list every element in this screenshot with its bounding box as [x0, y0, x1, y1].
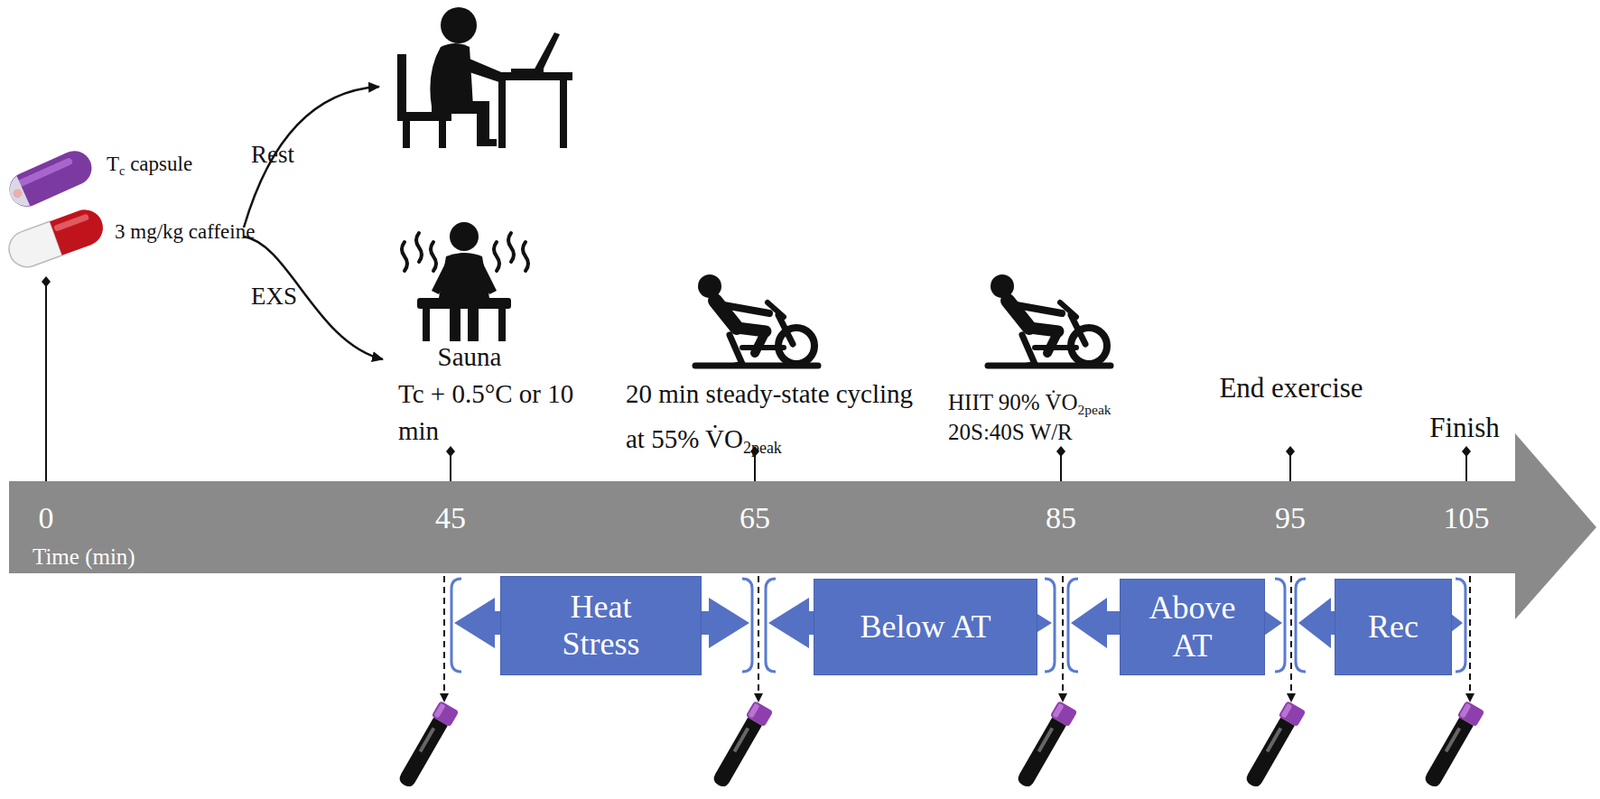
stage-note: Tc + 0.5°C or 10 min — [398, 375, 593, 449]
time-tick: 65 — [739, 501, 771, 536]
subscript: 2peak — [1078, 401, 1112, 418]
item-label: capsule — [130, 152, 193, 176]
phase-box: Above AT — [1119, 578, 1266, 676]
stage-note: 20S:40S W/R — [948, 418, 1073, 447]
item-label: Tccapsule — [106, 151, 193, 177]
branch-label: EXS — [251, 281, 298, 311]
subscript: c — [119, 163, 125, 178]
phase-box: Rec — [1334, 578, 1452, 676]
stage-label: 20 min steady-state cycling at 55% V̇O2p… — [625, 372, 924, 463]
item-label: 3 mg/kg caffeine — [114, 219, 255, 245]
branch-label: Rest — [251, 139, 295, 169]
stage-label: End exercise — [1218, 368, 1364, 410]
stage-label: Finish — [1410, 410, 1519, 445]
subscript: 2peak — [743, 438, 782, 457]
time-tick: 95 — [1274, 501, 1306, 536]
time-tick: 105 — [1443, 501, 1490, 536]
timeline-band: 0Time (min) 45 65 85 95 105 — [9, 481, 1517, 574]
phase-box: Below AT — [813, 578, 1038, 676]
time-tick: 45 — [435, 501, 466, 536]
stage-label: Sauna — [379, 341, 560, 373]
time-tick: 0 — [38, 501, 55, 536]
phase-label: Below AT — [859, 608, 991, 646]
phase-box: Heat Stress — [500, 576, 702, 676]
phase-label: Heat Stress — [542, 588, 661, 664]
stage-label: HIIT 90% V̇O2peak — [948, 389, 1112, 417]
time-tick: 85 — [1045, 501, 1077, 536]
phase-label: Rec — [1367, 608, 1419, 646]
phase-label: Above AT — [1140, 589, 1245, 665]
axis-title: Time (min) — [32, 544, 136, 570]
